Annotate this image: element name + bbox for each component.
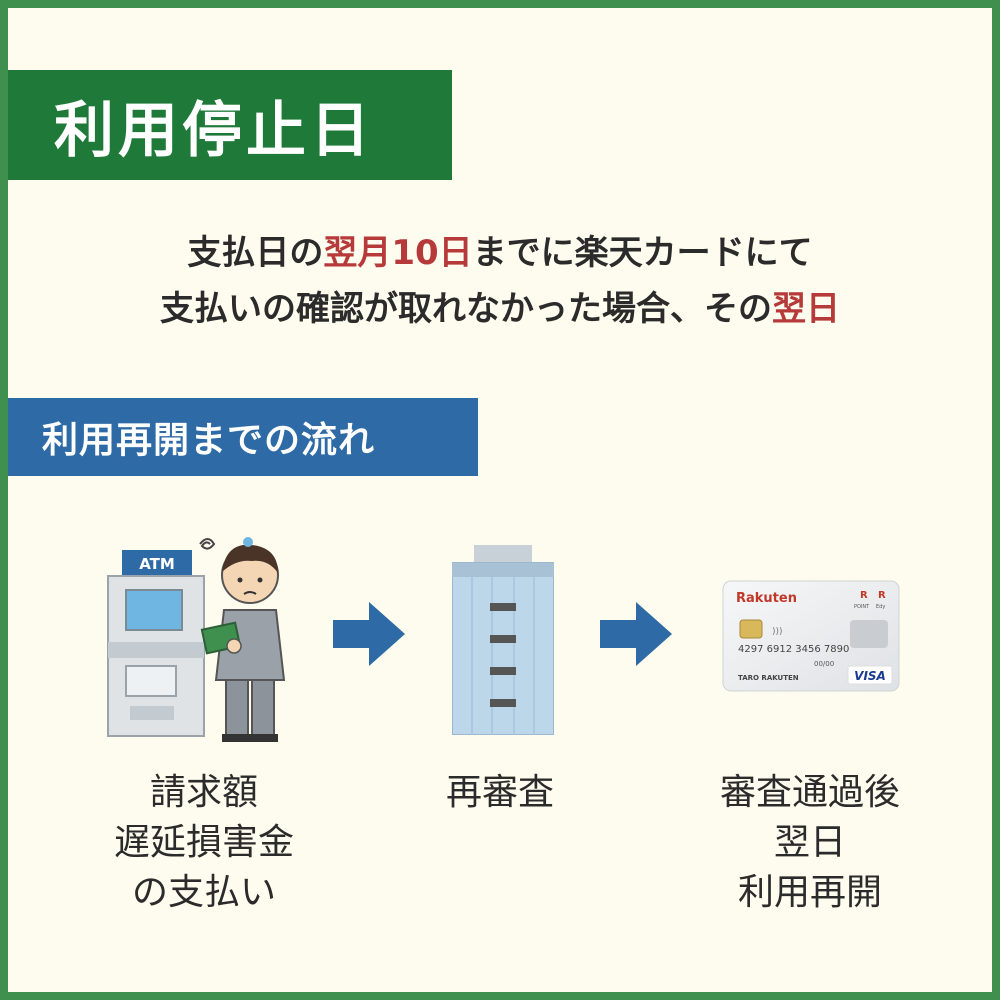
- step-1-line: 遅延損害金: [113, 822, 294, 863]
- svg-text:))): ))): [772, 627, 783, 637]
- step-2-label: 再審査: [370, 768, 630, 818]
- card-network: VISA: [854, 669, 886, 683]
- atm-sign: [122, 550, 192, 576]
- card-number: 4297 6912 3456 7890: [738, 644, 849, 655]
- svg-text:R: R: [878, 590, 886, 601]
- arrow-right-icon: [600, 602, 672, 666]
- svg-text:R: R: [860, 590, 868, 601]
- highlight-date: 翌月10日: [323, 233, 473, 273]
- credit-card-icon: Rakuten R R POINT Edy ))) 4297 6912 3456…: [722, 580, 900, 692]
- highlight-next-day: 翌日: [772, 289, 840, 329]
- card-expiry: 00/00: [814, 660, 834, 668]
- step-3-line: 審査通過後: [719, 772, 900, 813]
- description-line-1: 支払日の翌月10日までに楽天カードにて: [187, 233, 813, 273]
- step-1-line: の支払い: [131, 872, 276, 913]
- section-title: 利用再開までの流れ: [8, 398, 478, 476]
- card-brand: Rakuten: [736, 591, 797, 606]
- arrow-right-icon: [333, 602, 405, 666]
- page-title: 利用停止日: [8, 70, 452, 180]
- description-line-2: 支払いの確認が取れなかった場合、その翌日: [160, 289, 840, 329]
- description: 支払日の翌月10日までに楽天カードにて 支払いの確認が取れなかった場合、その翌日: [0, 225, 1000, 337]
- step-1-line: 請求額: [149, 772, 258, 813]
- step-3-line: 翌日: [773, 822, 846, 863]
- step-3-label: 審査通過後 翌日 利用再開: [680, 768, 940, 918]
- card-chip: [739, 619, 763, 639]
- building-icon: [452, 545, 554, 735]
- step-2-line: 再審査: [445, 772, 554, 813]
- card-holder: TARO RAKUTEN: [738, 674, 799, 682]
- step-1-label: 請求額 遅延損害金 の支払い: [74, 768, 334, 918]
- card-edy-label: Edy: [876, 604, 885, 610]
- atm-label: ATM: [139, 555, 175, 573]
- card-point-label: POINT: [854, 604, 870, 610]
- atm-person-icon: ATM: [107, 537, 286, 742]
- step-3-line: 利用再開: [737, 872, 882, 913]
